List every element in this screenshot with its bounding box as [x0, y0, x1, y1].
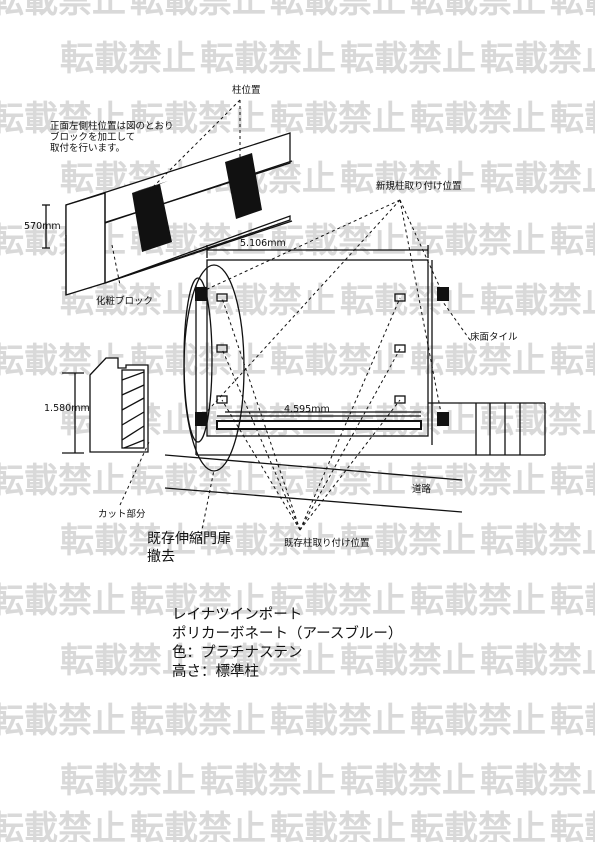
watermark-text: 転載禁止: [0, 461, 126, 501]
watermark-text: 転載禁止: [0, 581, 126, 621]
post-position-label: 柱位置: [232, 85, 261, 96]
wall-height-label: 1.580mm: [44, 403, 90, 414]
watermark-text: 転載禁止: [0, 99, 126, 139]
watermark-text: 転載禁止: [480, 521, 595, 561]
watermark-text: 転載禁止: [270, 341, 406, 381]
watermark-text: 転載禁止: [410, 581, 546, 621]
watermark-text: 転載禁止: [0, 809, 126, 842]
spec-color: 色：プラチナステン: [172, 645, 303, 661]
watermark-text: 転載禁止: [410, 99, 546, 139]
site-outline: [164, 245, 546, 513]
watermark-text: 転載禁止: [130, 0, 266, 21]
watermark-text: 転載禁止: [130, 701, 266, 741]
watermark-text: 転載禁止: [0, 0, 126, 21]
watermark-text: 転載禁止: [550, 99, 595, 139]
watermark-text: 転載禁止: [550, 701, 595, 741]
watermark-text: 転載禁止: [550, 221, 595, 261]
watermark-text: 転載禁止: [410, 341, 546, 381]
cut-area-ellipse: [183, 264, 245, 472]
post-band-1: [132, 184, 172, 252]
left-column-note: 正面左側柱位置は図のとおり ブロックを加工して 取付を行います。: [50, 121, 174, 154]
watermark-text: 転載禁止: [270, 701, 406, 741]
watermark-text: 転載禁止: [270, 809, 406, 842]
block-type-label: 化粧ブロック: [96, 296, 154, 307]
watermark-text: 転載禁止: [550, 341, 595, 381]
watermark-text: 転載禁止: [270, 581, 406, 621]
spec-height: 高さ：標準柱: [172, 664, 259, 680]
watermark-text: 転載禁止: [270, 0, 406, 21]
watermark-text: 転載禁止: [480, 159, 595, 199]
spec-product-name: レイナツインポート: [172, 607, 303, 623]
product-spec: レイナツインポート ポリカーボネート（アースブルー） 色：プラチナステン 高さ：…: [172, 606, 402, 682]
width-inner-label: 4.595mm: [284, 404, 330, 415]
watermark-text: 転載禁止: [340, 159, 476, 199]
floor-tile-label: 床面タイル: [470, 332, 518, 343]
watermark-text: 転載禁止: [60, 521, 196, 561]
watermark-text: 転載禁止: [340, 281, 476, 321]
watermark-text: 転載禁止: [60, 39, 196, 79]
watermark-text: 転載禁止: [340, 761, 476, 801]
watermark-text: 転載禁止: [340, 39, 476, 79]
watermark-text: 転載禁止: [60, 641, 196, 681]
watermark-text: 転載禁止: [130, 99, 266, 139]
watermark-text: 転載禁止: [200, 641, 336, 681]
watermark-text: 転載禁止: [200, 761, 336, 801]
post-markers: [195, 287, 449, 426]
wall-section: [62, 357, 149, 454]
watermark-text: 転載禁止: [130, 809, 266, 842]
existing-post-position-label: 既存柱取り付け位置: [284, 538, 370, 549]
post-band-2: [225, 153, 262, 219]
spec-material: ポリカーボネート（アースブルー）: [172, 626, 403, 642]
width-total-label: 5.106mm: [240, 238, 286, 249]
new-post-position-label: 新規柱取り付け位置: [376, 181, 462, 192]
watermark-text: 転載禁止: [480, 401, 595, 441]
watermark-text: 転載禁止: [410, 809, 546, 842]
road-label: 道路: [412, 484, 432, 495]
watermark-text: 転載禁止: [270, 221, 406, 261]
watermark-text: 転載禁止: [410, 0, 546, 21]
watermark-text: 転載禁止: [550, 809, 595, 842]
watermark-text: 転載禁止: [480, 761, 595, 801]
watermark-text: 転載禁止: [550, 461, 595, 501]
watermark-text: 転載禁止: [480, 281, 595, 321]
watermark-text: 転載禁止: [480, 641, 595, 681]
watermark-text: 転載禁止: [480, 39, 595, 79]
leader-lines: [111, 99, 471, 541]
watermark-text: 転載禁止: [200, 521, 336, 561]
watermark-text: 転載禁止: [340, 521, 476, 561]
watermark-text: 転載禁止: [130, 581, 266, 621]
watermark-text: 転載禁止: [270, 99, 406, 139]
watermark-text: 転載禁止: [550, 0, 595, 21]
watermark-text: 転載禁止: [410, 461, 546, 501]
watermark-text: 転載禁止: [550, 581, 595, 621]
watermark-text: 転載禁止: [0, 701, 126, 741]
block-height-label: 570mm: [24, 221, 61, 232]
watermark-text: 転載禁止: [410, 701, 546, 741]
watermark-text: 転載禁止: [340, 641, 476, 681]
block-illustration: [65, 132, 293, 296]
watermark-text: 転載禁止: [410, 221, 546, 261]
watermark-text: 転載禁止: [200, 39, 336, 79]
watermark-text: 転載禁止: [60, 761, 196, 801]
existing-gate-removal-label: 既存伸縮門扉 撤去: [147, 531, 231, 565]
cut-part-label: カット部分: [98, 509, 146, 520]
